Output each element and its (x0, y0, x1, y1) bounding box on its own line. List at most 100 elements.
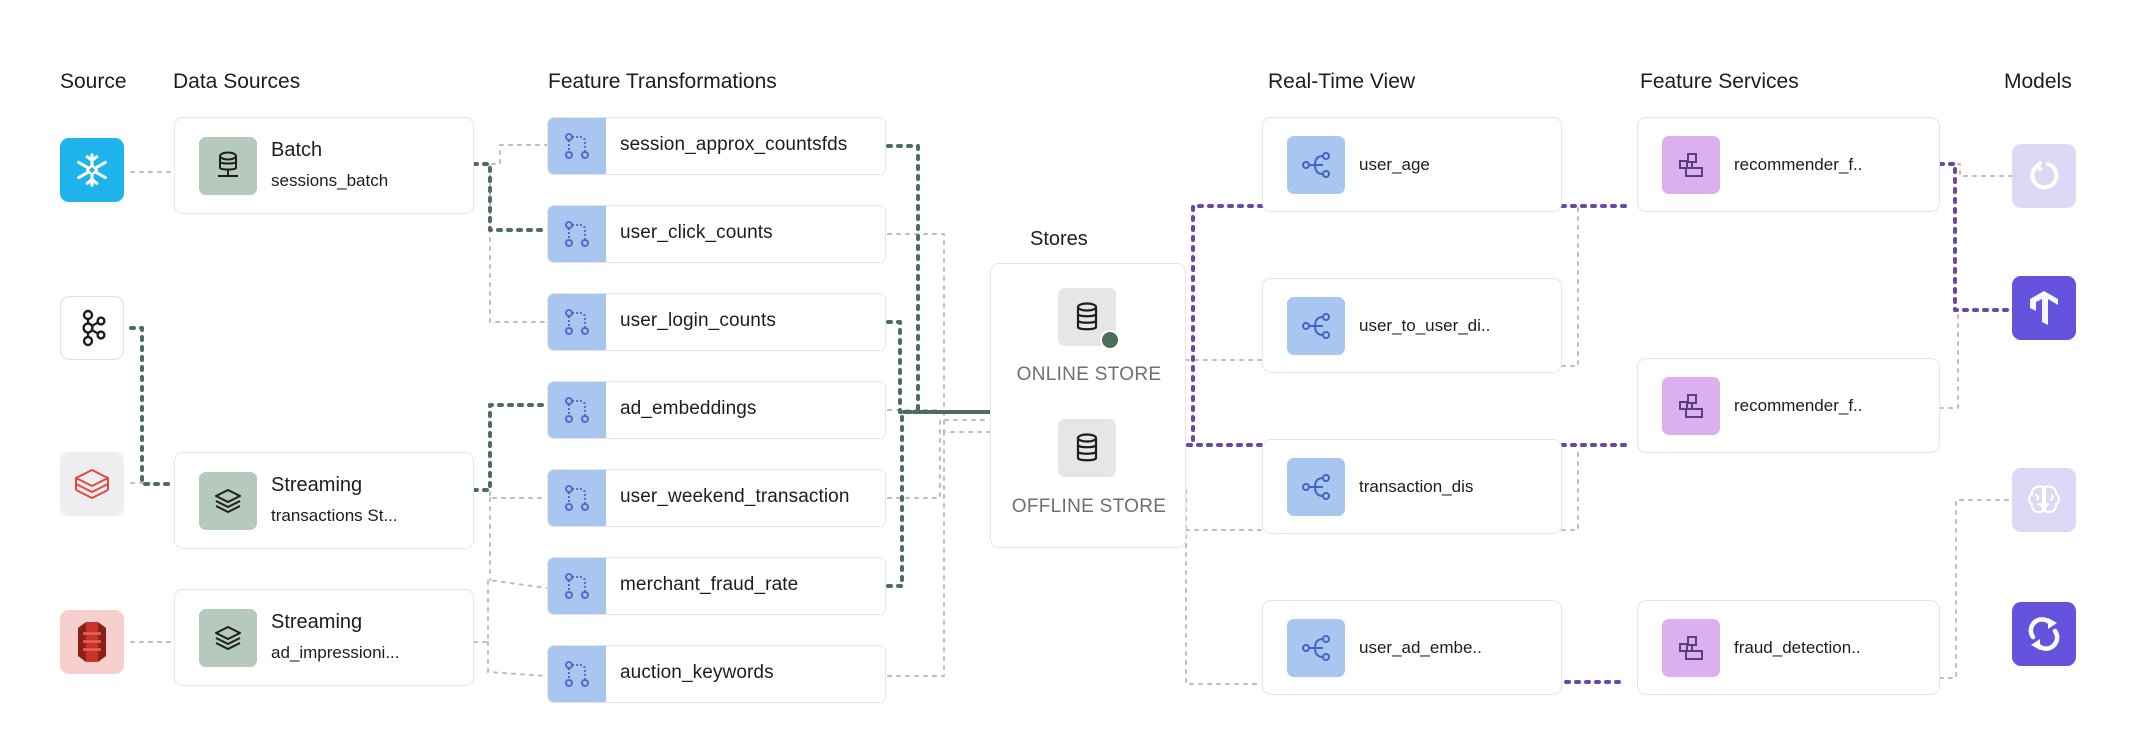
transformation-icon (565, 485, 589, 511)
transformation-label: session_approx_countsfds (620, 134, 848, 155)
wire-batch-login (473, 163, 548, 323)
source-snowflake[interactable] (60, 138, 124, 202)
wire-transaction-fs2-low (1561, 447, 1579, 531)
wire-click-store (887, 233, 991, 433)
offline-store-icon-box (1058, 419, 1116, 477)
transformation-icon-box (548, 646, 606, 702)
transformation-icon-box (548, 382, 606, 438)
online-store-icon-box (1058, 288, 1120, 350)
wire-auction-store (887, 429, 945, 677)
feature-service-card[interactable]: recommender_f.. (1637, 358, 1940, 453)
realtime-view-label: transaction_dis (1359, 477, 1474, 496)
wire-online-userage (1186, 204, 1264, 447)
model-tile[interactable] (2012, 276, 2076, 340)
wire-kafka-stream1 (129, 326, 176, 486)
transformation-node[interactable]: auction_keywords (547, 645, 886, 703)
transformation-node[interactable]: user_login_counts (547, 293, 886, 351)
branch-icon (1302, 152, 1330, 178)
model-tile[interactable] (2012, 144, 2076, 208)
header-models: Models (2004, 70, 2072, 93)
transformation-icon-box (548, 558, 606, 614)
wire-fs1-model1 (1939, 163, 2013, 177)
transformation-node[interactable]: merchant_fraud_rate (547, 557, 886, 615)
realtime-icon-box (1287, 297, 1345, 355)
transformation-icon-box (548, 206, 606, 262)
header-source: Source (60, 70, 127, 93)
stores-title: Stores (1030, 228, 1088, 250)
transformation-icon (565, 133, 589, 159)
wire-stream1-weekend (473, 489, 548, 499)
transformation-node[interactable]: user_click_counts (547, 205, 886, 263)
model-tile[interactable] (2012, 602, 2076, 666)
datasource-card-streaming-transactions[interactable]: Streaming transactions St... (174, 452, 474, 549)
realtime-view-card[interactable]: user_age (1262, 117, 1562, 212)
wire-stream2-fanout (473, 579, 548, 677)
feature-service-card[interactable]: recommender_f.. (1637, 117, 1940, 212)
transformation-node[interactable]: user_weekend_transaction (547, 469, 886, 527)
realtime-icon-box (1287, 136, 1345, 194)
branch-icon (1302, 474, 1330, 500)
wire-session-online (886, 144, 992, 414)
realtime-view-card[interactable]: user_to_user_di.. (1262, 278, 1562, 373)
datasource-title: Streaming (271, 611, 363, 633)
wire-fs3-model3 (1939, 499, 2013, 679)
datasource-subtitle: sessions_batch (271, 171, 389, 190)
service-icon (1679, 153, 1703, 177)
s3-bucket-icon (78, 622, 106, 662)
tensorflow-icon (2030, 291, 2058, 325)
online-status-dot (1100, 330, 1120, 350)
datasource-icon-box (199, 472, 257, 530)
wire-weekend-store (887, 419, 991, 499)
wire-fs2-model2 (1939, 311, 1959, 409)
feature-service-card[interactable]: fraud_detection.. (1637, 600, 1940, 695)
realtime-icon-box (1287, 458, 1345, 516)
transformation-label: user_click_counts (620, 222, 773, 243)
transformation-label: user_weekend_transaction (620, 486, 850, 507)
layers-stack-icon (75, 469, 109, 499)
realtime-icon-box (1287, 619, 1345, 677)
transformation-icon (565, 661, 589, 687)
transformation-icon (565, 221, 589, 247)
wire-embed-store (887, 409, 991, 413)
wire-batch-click (472, 162, 549, 232)
transformation-node[interactable]: session_approx_countsfds (547, 117, 886, 175)
source-kafka[interactable] (60, 296, 124, 360)
header-feature-transformations: Feature Transformations (548, 70, 777, 93)
datasource-subtitle: transactions St... (271, 506, 398, 525)
wire-usertouser-fs1 (1561, 205, 1579, 367)
realtime-view-label: user_to_user_di.. (1359, 316, 1491, 335)
model-tile[interactable] (2012, 468, 2076, 532)
offline-store-label: OFFLINE STORE (1011, 496, 1167, 517)
branch-icon (1302, 635, 1330, 661)
wire-fs1-tensorflow (1938, 162, 2014, 312)
database-icon (1076, 433, 1098, 462)
datasource-title: Batch (271, 139, 323, 161)
wire-stream1-embed (472, 403, 549, 492)
transformation-icon-box (548, 118, 606, 174)
transformation-label: merchant_fraud_rate (620, 574, 799, 595)
online-store-label: ONLINE STORE (1016, 364, 1162, 385)
realtime-view-card[interactable]: transaction_dis (1262, 439, 1562, 534)
transformation-label: ad_embeddings (620, 398, 757, 419)
transformation-node[interactable]: ad_embeddings (547, 381, 886, 439)
layers-icon (215, 626, 241, 650)
datasource-icon-box (199, 137, 257, 195)
feature-service-icon-box (1662, 619, 1720, 677)
sync-arrows-icon (2028, 617, 2060, 651)
datasource-card-batch[interactable]: Batch sessions_batch (174, 117, 474, 214)
wire-fraudrate-online (886, 410, 992, 588)
transformation-icon (565, 397, 589, 423)
service-icon (1679, 636, 1703, 660)
wire-login-online (886, 320, 992, 414)
database-icon (1076, 302, 1098, 331)
database-icon (218, 151, 238, 177)
source-s3[interactable] (60, 610, 124, 674)
datasource-card-streaming-ads[interactable]: Streaming ad_impressioni... (174, 589, 474, 686)
stores-card[interactable]: ONLINE STORE OFFLINE STORE (990, 263, 1186, 548)
transformation-label: user_login_counts (620, 310, 776, 331)
header-realtime-view: Real-Time View (1268, 70, 1416, 93)
realtime-view-card[interactable]: user_ad_embe.. (1262, 600, 1562, 695)
source-databricks[interactable] (60, 452, 124, 516)
kafka-icon (82, 309, 106, 347)
